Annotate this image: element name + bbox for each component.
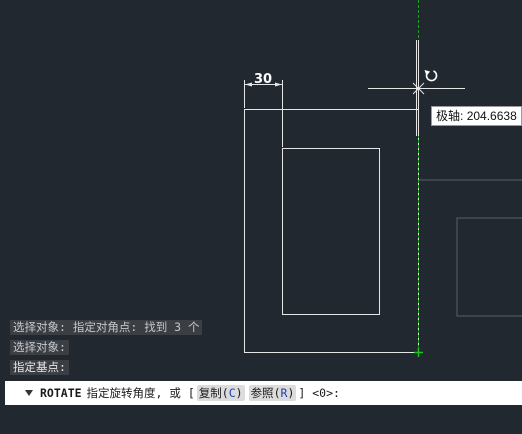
command-name: ROTATE [40, 386, 82, 400]
command-history: 选择对象: 指定对角点: 找到 3 个 选择对象: 指定基点: [10, 320, 203, 380]
command-prompt: 指定旋转角度, 或 [ [86, 386, 195, 400]
triangle-down-icon[interactable] [25, 390, 33, 396]
history-line: 指定基点: [10, 360, 69, 375]
command-suffix: ] <0>: [298, 386, 340, 400]
history-line: 选择对象: 指定对角点: 找到 3 个 [10, 320, 203, 335]
polar-tracking-tooltip: 极轴: 204.6638 [431, 106, 522, 126]
crosshair-cursor [368, 40, 465, 136]
command-input[interactable] [343, 383, 522, 403]
rotate-preview-inner [456, 217, 522, 317]
option-copy[interactable]: 复制(C) [196, 385, 245, 401]
base-point-marker [414, 348, 423, 357]
polar-tooltip-value: 204.6638 [466, 109, 517, 123]
rotate-cursor-icon [424, 70, 438, 82]
outer-rectangle[interactable] [244, 109, 419, 353]
polar-tooltip-label: 极轴: [436, 109, 464, 123]
option-reference[interactable]: 参照(R) [248, 385, 297, 401]
dimension-text: 30 [254, 72, 272, 87]
linear-dimension[interactable]: 30 [244, 72, 283, 147]
history-line: 选择对象: [10, 340, 69, 355]
command-line[interactable]: ROTATE 指定旋转角度, 或 [ 复制(C) 参照(R) ] <0>: [5, 381, 522, 405]
inner-rectangle[interactable] [282, 148, 380, 315]
